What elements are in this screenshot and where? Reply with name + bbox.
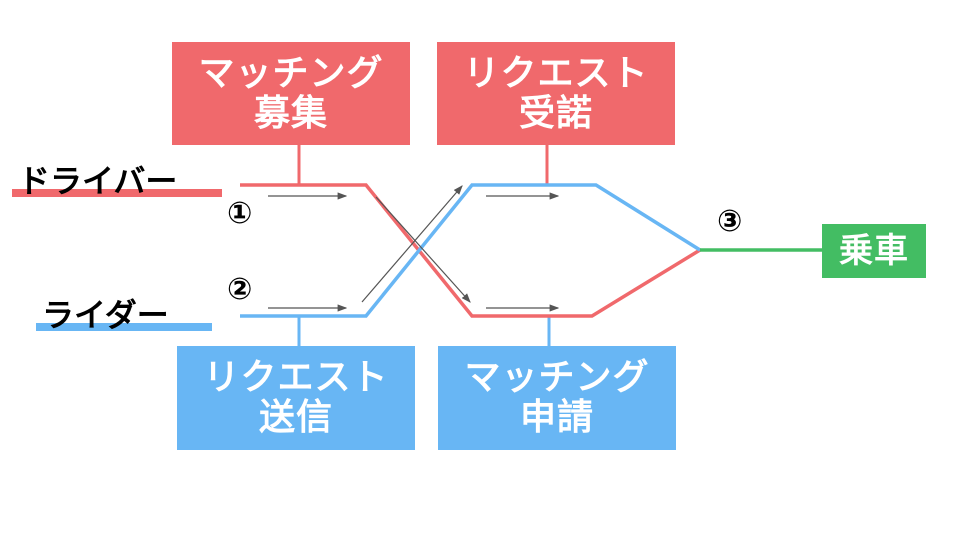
rider-label: ライダー <box>42 296 169 334</box>
matching-apply-box: マッチング 申請 <box>438 346 676 450</box>
matching-apply-line2: 申請 <box>519 397 594 438</box>
request-send-line2: 送信 <box>258 397 333 438</box>
matching-apply-line1: マッチング <box>464 357 650 398</box>
request-accept-line2: 受諾 <box>518 92 593 134</box>
step-one-marker: ① <box>227 196 253 231</box>
rider-lane <box>240 183 701 318</box>
ride-box: 乗車 <box>822 224 926 278</box>
request-send-line1: リクエスト <box>203 357 389 398</box>
matching-recruit-line1: マッチング <box>198 52 384 94</box>
matching-recruit-box: マッチング 募集 <box>172 42 410 145</box>
request-send-box: リクエスト 送信 <box>177 346 415 450</box>
flow-arrow <box>375 196 471 303</box>
request-accept-box: リクエスト 受諾 <box>437 42 675 145</box>
step-two-marker: ② <box>227 272 253 307</box>
step-three-marker: ③ <box>717 204 743 239</box>
driver-lane <box>240 183 701 318</box>
flow-arrow <box>361 185 463 303</box>
ride-label: 乗車 <box>839 231 909 271</box>
driver-label: ドライバー <box>18 162 178 200</box>
matching-recruit-line2: 募集 <box>253 92 328 134</box>
request-accept-line1: リクエスト <box>463 52 649 94</box>
